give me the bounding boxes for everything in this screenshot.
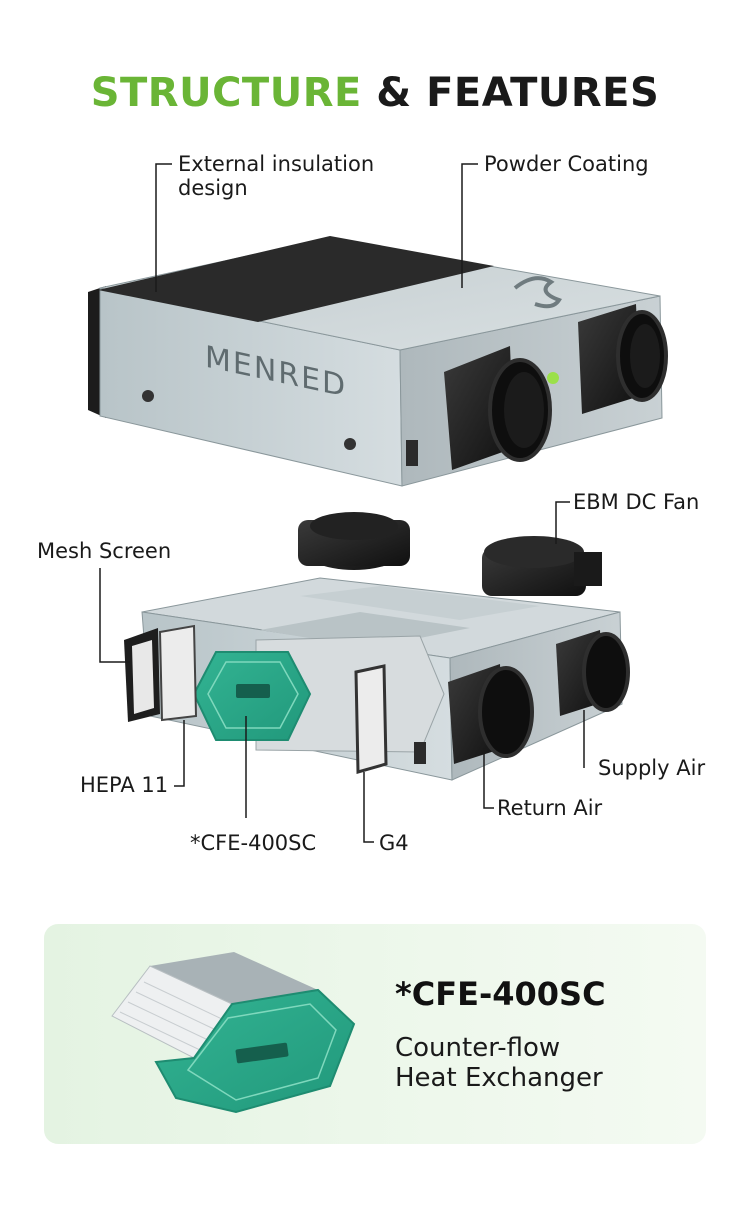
panel-line1: Counter-flow xyxy=(395,1033,561,1063)
label-g4: G4 xyxy=(379,831,409,855)
page-title: STRUCTURE & FEATURES xyxy=(0,70,750,116)
duct-right xyxy=(578,304,668,414)
label-external-insulation: External insulation design xyxy=(178,152,374,200)
label-external-line2: design xyxy=(178,176,248,200)
assembled-unit: MENRED xyxy=(88,236,668,487)
fan-supply xyxy=(556,630,630,716)
heat-exchanger-core xyxy=(192,635,445,753)
label-powder-coating: Powder Coating xyxy=(484,152,649,176)
exploded-unit xyxy=(124,512,630,781)
mesh-screen xyxy=(124,628,160,722)
label-ebm-dc-fan: EBM DC Fan xyxy=(573,490,700,514)
label-return-air: Return Air xyxy=(497,796,603,820)
fan-upper-left xyxy=(298,512,410,570)
heat-exchanger-3d xyxy=(111,952,356,1114)
title-structure: STRUCTURE xyxy=(90,70,362,116)
label-mesh-screen: Mesh Screen xyxy=(37,539,172,563)
label-supply-air: Supply Air xyxy=(598,756,706,780)
fan-upper-right xyxy=(482,536,602,596)
label-external-line1: External insulation xyxy=(178,152,375,176)
panel-line2: Heat Exchanger xyxy=(395,1063,603,1093)
duct-left xyxy=(444,346,552,470)
panel-description: Counter-flow Heat Exchanger xyxy=(395,1033,603,1093)
label-hepa-11: HEPA 11 xyxy=(80,773,169,797)
title-features: & FEATURES xyxy=(376,70,660,116)
fan-return xyxy=(448,664,534,764)
label-cfe-400sc: *CFE-400SC xyxy=(190,831,317,855)
panel-model: *CFE-400SC xyxy=(395,975,606,1013)
